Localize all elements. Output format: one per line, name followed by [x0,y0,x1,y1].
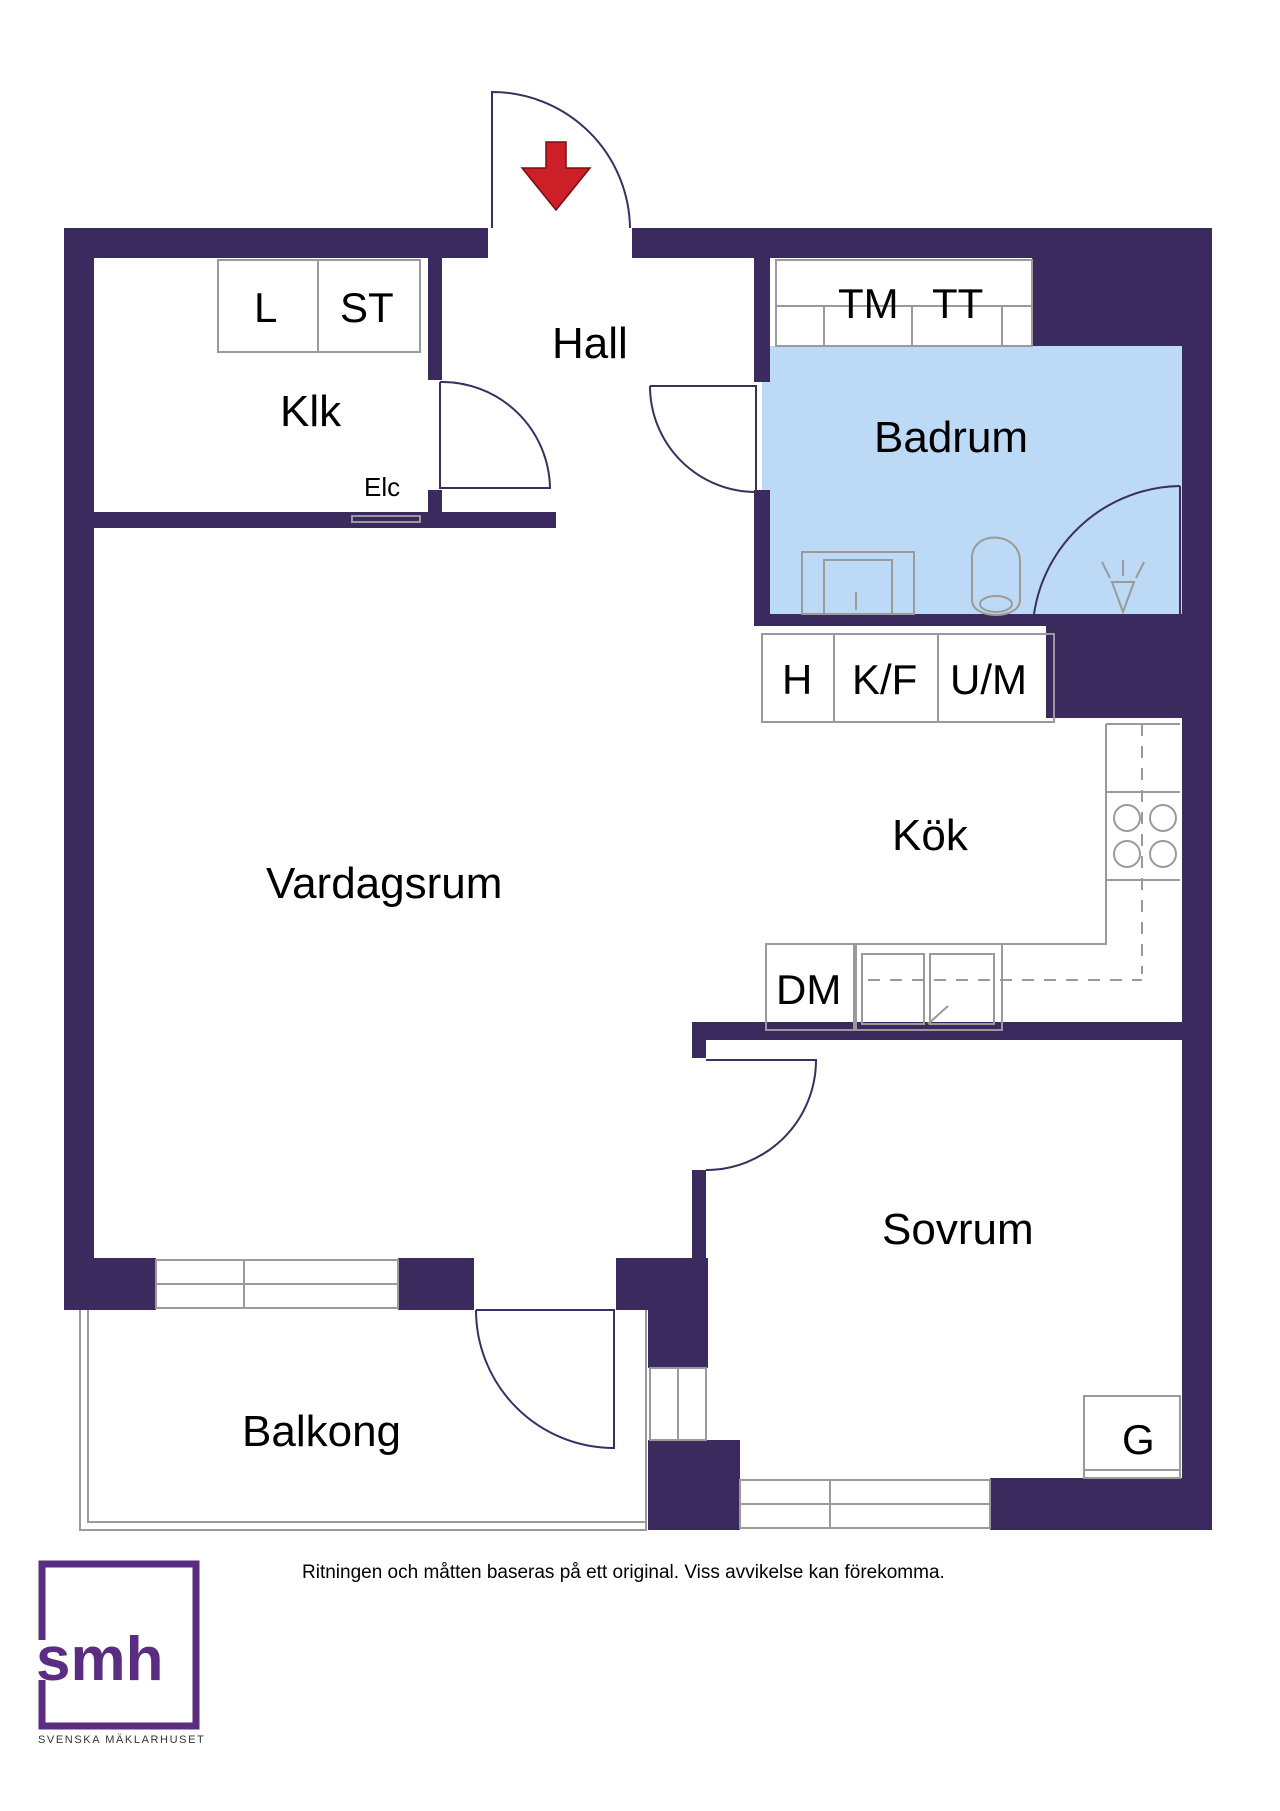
fixture-label-tm: TM [838,280,899,327]
fixture-label-g: G [1122,1416,1155,1463]
bedroom-wardrobe [1083,1395,1181,1479]
hall-wardrobes [761,633,1055,723]
room-label-badrum: Badrum [874,413,1028,462]
fixture-label-elc: Elc [364,472,400,502]
disclaimer-text: Ritningen och måtten baseras på ett orig… [302,1562,945,1583]
fixture-label-dm: DM [776,966,841,1013]
stove-burner [1149,804,1177,832]
room-label-klk: Klk [280,387,342,436]
stove-burner [1149,840,1177,868]
fixture-label-um: U/M [950,656,1027,703]
fixture-label-l: L [254,284,277,331]
fixture-label-tt: TT [932,280,983,327]
room-label-kok: Kök [892,811,969,860]
bathroom-fixtures [775,259,1145,616]
logo-text: smh [38,1625,163,1694]
shower-icon [1101,560,1145,615]
exterior-walls [64,228,1212,1530]
klk-cabinets [217,259,421,523]
room-label-vardagsrum: Vardagsrum [266,859,502,908]
room-label-hall: Hall [552,319,628,368]
stove-burner [1113,840,1141,868]
fixture-label-kf: K/F [852,656,917,703]
kitchen-counters [765,723,1180,1031]
entrance-arrow-icon [520,141,592,212]
smh-logo: smh [38,1560,200,1730]
stove-burner [1113,804,1141,832]
doors [439,90,1181,1450]
balcony-outline [79,1310,647,1531]
fixture-label-h: H [782,656,812,703]
fixture-label-st: ST [340,284,394,331]
room-label-sovrum: Sovrum [882,1205,1034,1254]
logo-tagline: SVENSKA MÄKLARHUSET [38,1734,206,1746]
windows [155,1259,991,1529]
room-label-balkong: Balkong [242,1407,401,1456]
logo-frame [38,1560,200,1730]
toilet-icon [970,536,1021,616]
